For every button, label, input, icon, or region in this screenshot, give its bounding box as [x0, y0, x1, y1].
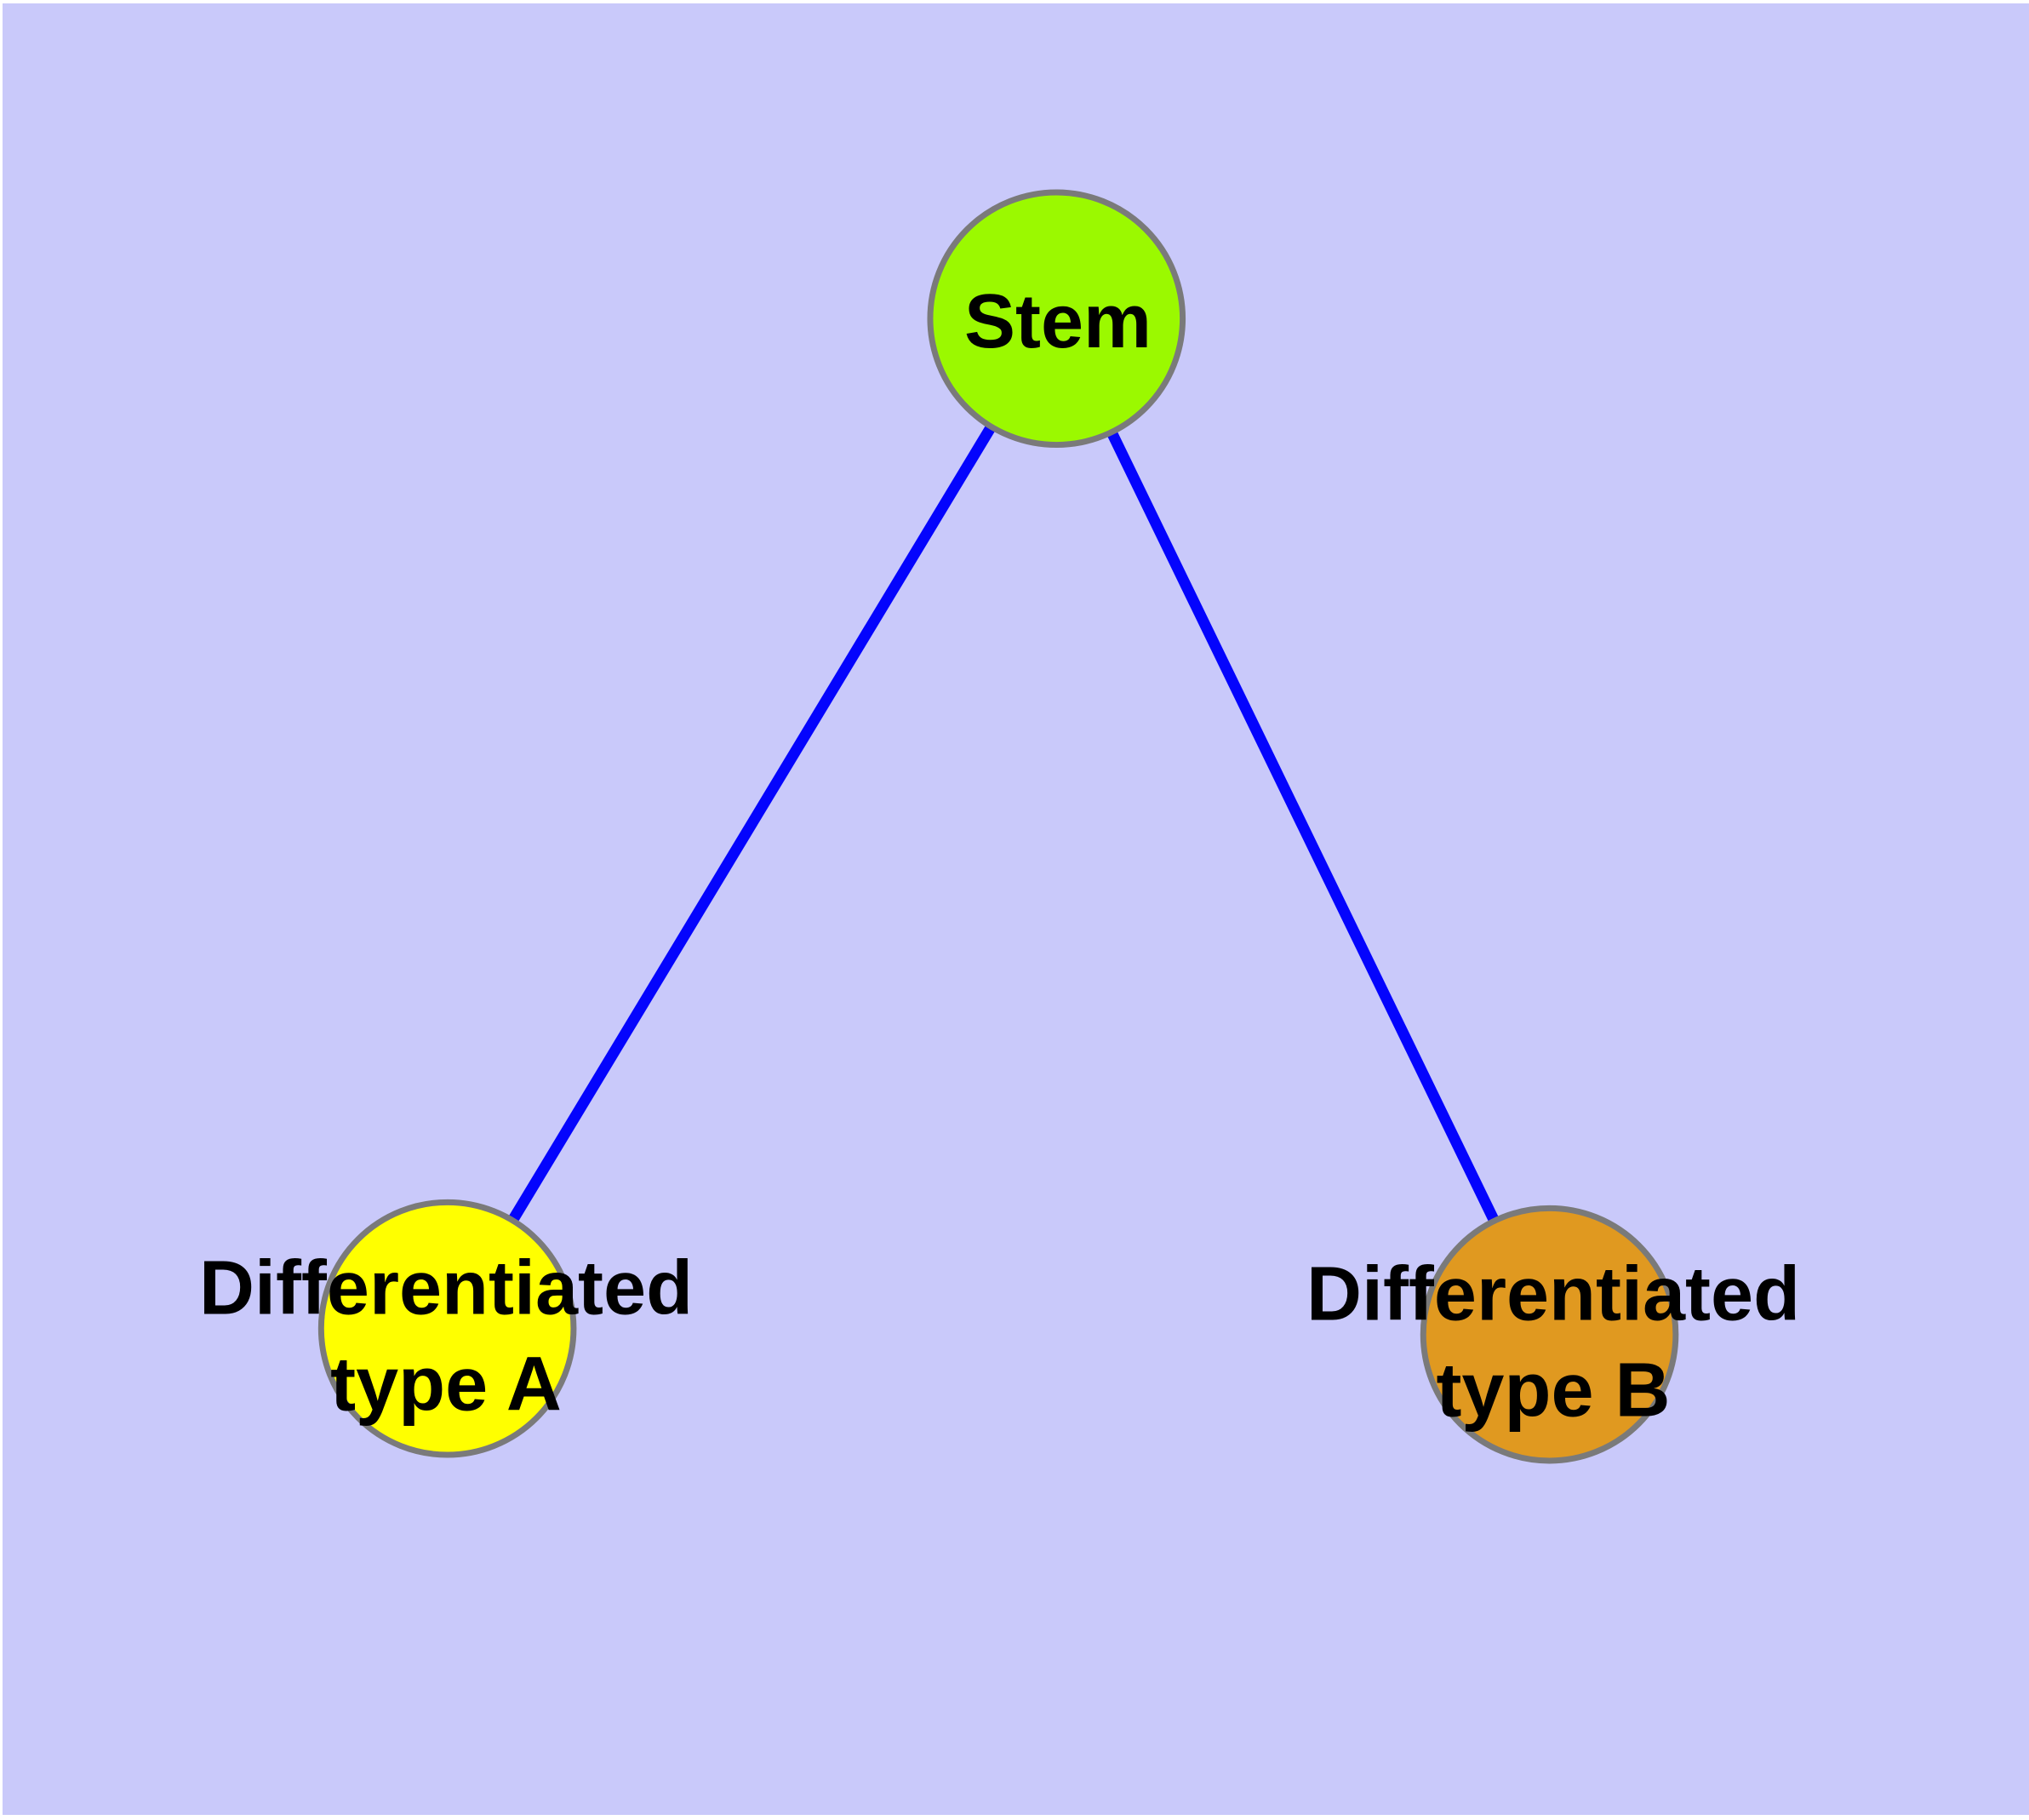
edge-stem-to-type-b [1051, 316, 1555, 1337]
node-type-a-circle [317, 1199, 577, 1458]
node-type-b-circle [1420, 1205, 1679, 1464]
edge-stem-to-type-a [443, 315, 1061, 1332]
node-stem-circle [927, 189, 1186, 449]
graph-svg [317, 189, 1679, 1464]
plot-area: Stem Differentiated type A Differentiate… [3, 3, 2029, 1815]
